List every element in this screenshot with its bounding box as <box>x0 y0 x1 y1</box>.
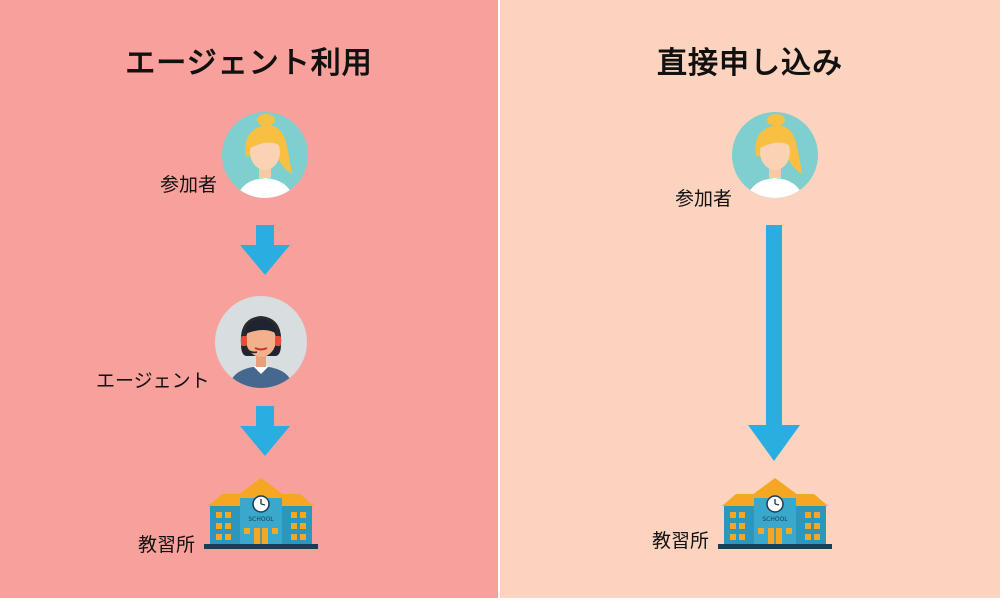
direct-application-panel: 直接申し込み 参加者 <box>500 0 1000 598</box>
arrow-down-icon <box>240 225 290 275</box>
arrow-down-icon <box>748 225 800 461</box>
school-building-icon: SCHOOL <box>204 478 318 550</box>
participant-avatar-icon <box>222 112 308 204</box>
arrow-down-icon <box>240 406 290 456</box>
agent-usage-title: エージェント利用 <box>125 46 373 81</box>
school-sign: SCHOOL <box>248 516 274 523</box>
school-building-icon: SCHOOL <box>718 478 832 550</box>
agent-usage-panel: エージェント利用 参加者 <box>0 0 498 598</box>
agent-avatar-icon <box>215 296 307 388</box>
school-label: 教習所 <box>652 530 710 552</box>
school-label: 教習所 <box>138 534 196 556</box>
participant-label: 参加者 <box>160 174 218 196</box>
direct-application-title: 直接申し込み <box>657 46 843 81</box>
participant-label: 参加者 <box>675 188 733 210</box>
school-sign: SCHOOL <box>762 516 788 523</box>
agent-label: エージェント <box>96 370 210 392</box>
participant-avatar-icon <box>732 112 818 204</box>
